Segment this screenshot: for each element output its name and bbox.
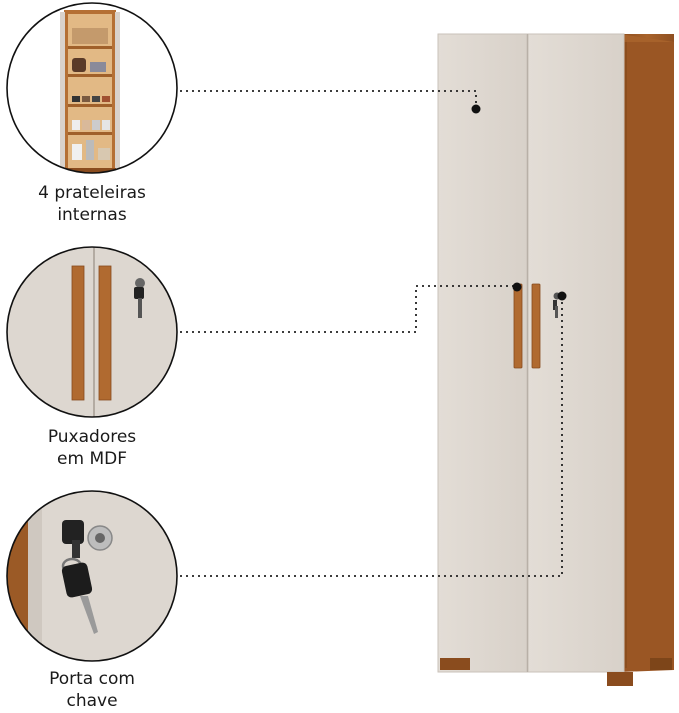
caption-lock: Porta com chave [2, 668, 182, 712]
caption-shelves: 4 prateleiras internas [2, 182, 182, 226]
callout-dot-shelves [471, 104, 481, 114]
callout-line-handles [180, 285, 516, 333]
caption-lock-line2: chave [66, 691, 118, 711]
caption-handles-line2: em MDF [57, 449, 127, 469]
wardrobe-foot-left [440, 658, 470, 670]
detail-circle-lock [7, 491, 177, 661]
wardrobe-right-door [527, 33, 625, 673]
wardrobe-foot-back [650, 658, 672, 670]
callout-lines [180, 90, 563, 577]
callout-line-shelves [180, 90, 477, 104]
caption-shelves-line2: internas [57, 205, 127, 225]
wardrobe-left-door [437, 33, 528, 673]
detail-circle-handles [7, 247, 177, 417]
wardrobe-right-handle [531, 283, 541, 369]
caption-handles-line1: Puxadores [47, 427, 137, 447]
caption-handles: Puxadores em MDF [2, 426, 182, 470]
wardrobe-left-handle [513, 283, 523, 369]
caption-shelves-line1: 4 prateleiras [38, 183, 146, 203]
callout-dot-handles [512, 282, 522, 292]
wardrobe [437, 33, 674, 686]
callout-line-lock [180, 300, 563, 577]
callout-dot-lock [557, 291, 567, 301]
detail-circle-shelves [7, 3, 177, 173]
wardrobe-foot-right [607, 672, 633, 686]
caption-lock-line1: Porta com [49, 669, 135, 689]
